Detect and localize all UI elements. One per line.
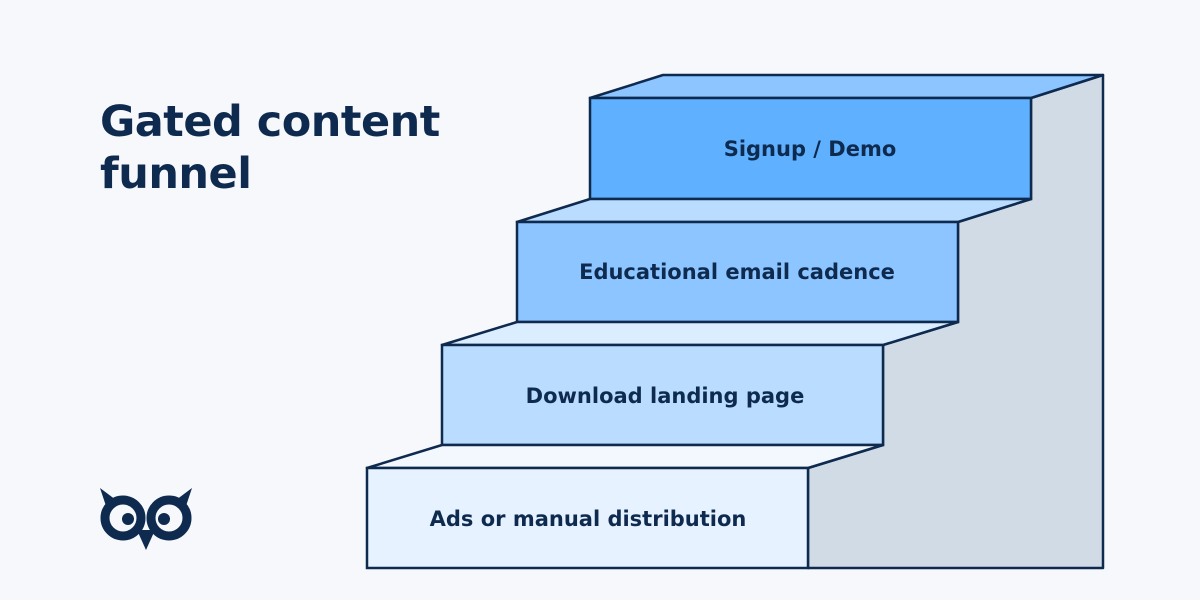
step-top-face <box>365 443 885 470</box>
step-top-face <box>515 197 1033 224</box>
step-label: Signup / Demo <box>724 137 897 161</box>
funnel-step-signup: Signup / Demo <box>588 73 1105 201</box>
step-label: Download landing page <box>526 384 805 408</box>
step-label: Educational email cadence <box>579 260 895 284</box>
step-top-face <box>440 320 960 347</box>
funnel-step-distribution: Ads or manual distribution <box>365 443 885 570</box>
owl-logo-icon <box>100 488 192 550</box>
step-front-face <box>365 466 810 570</box>
step-top-face <box>588 73 1105 100</box>
title-line-1: Gated content <box>100 97 440 147</box>
page-title: Gated content funnel <box>100 96 480 200</box>
funnel-step-email-cadence: Educational email cadence <box>515 197 1033 324</box>
funnel-step-landing-page: Download landing page <box>440 320 960 447</box>
step-front-face <box>440 343 885 447</box>
step-front-face <box>515 220 960 324</box>
step-label: Ads or manual distribution <box>430 507 747 531</box>
step-front-face <box>588 96 1033 201</box>
title-line-2: funnel <box>100 149 252 199</box>
